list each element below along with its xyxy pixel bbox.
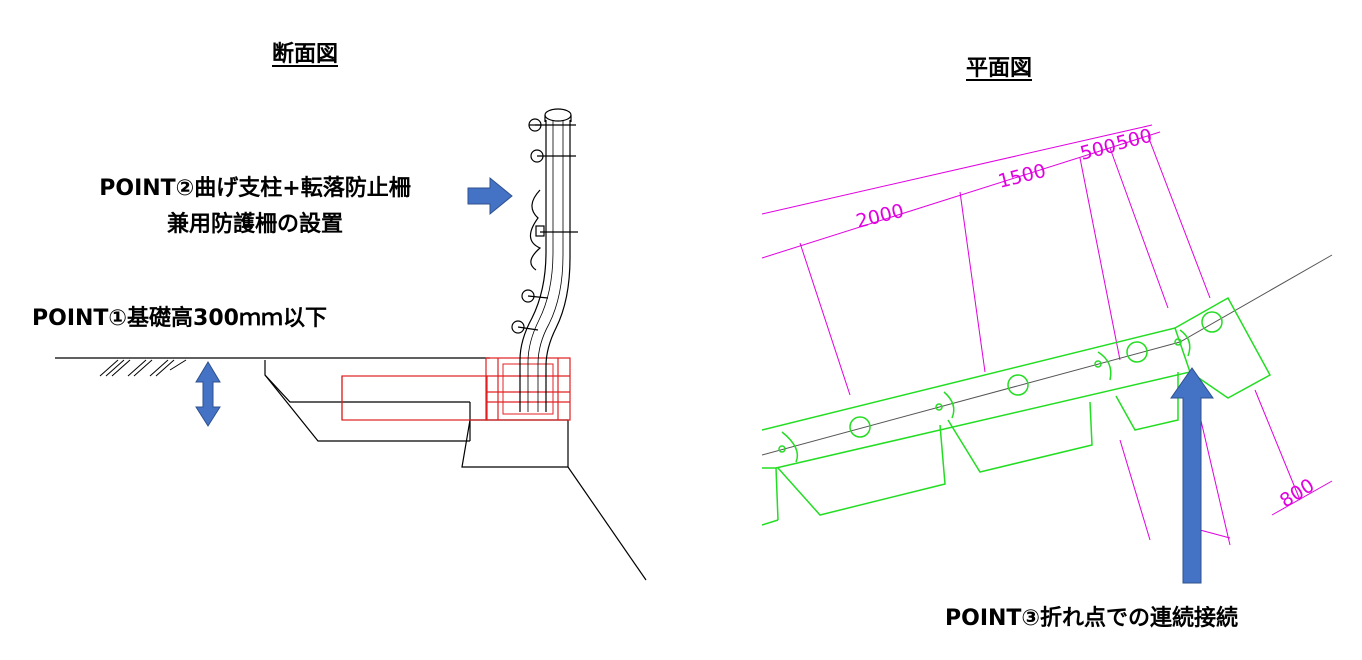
dim-1500: 1500	[996, 160, 1048, 193]
pavement-layer	[264, 374, 470, 403]
dimension-labels: 2000 1500 500 500 800	[854, 125, 1319, 513]
point3-label: POINT③折れ点での連続接続	[945, 606, 1239, 631]
plan-foundations	[761, 296, 1272, 526]
dimension-lines	[761, 124, 1333, 546]
point2-label-line1: POINT②曲げ支柱+転落防止柵	[99, 176, 411, 201]
fitting-2	[530, 149, 576, 163]
foundation-block	[341, 357, 571, 421]
height-double-arrow	[195, 361, 221, 427]
fitting-4	[511, 320, 539, 334]
dim-500-b: 500	[1114, 125, 1155, 155]
fence-fittings	[511, 118, 578, 334]
bent-post	[519, 108, 572, 412]
fitting-3	[521, 289, 549, 303]
section-drawing	[55, 357, 647, 581]
soil-hatch	[99, 359, 187, 377]
fitting-1	[528, 118, 576, 132]
point2-label: POINT②曲げ支柱+転落防止柵 兼用防護柵の設置	[55, 170, 455, 238]
dim-500-a: 500	[1078, 135, 1119, 165]
dim-800: 800	[1276, 474, 1318, 512]
point1-label: POINT①基礎高300ｍｍ以下	[32, 306, 327, 331]
slope-line	[567, 466, 647, 581]
pavement-base	[264, 360, 470, 442]
plan-view-title: 平面図	[966, 56, 1033, 81]
guard-rail-profile	[529, 189, 542, 271]
dim-2000: 2000	[854, 200, 906, 233]
concrete-footing	[461, 419, 569, 468]
section-view-title: 断面図	[272, 42, 339, 67]
point3-arrow	[1170, 367, 1214, 584]
point2-label-line2: 兼用防護柵の設置	[166, 212, 343, 237]
fence-centerline	[761, 254, 1333, 456]
point2-arrow	[467, 176, 513, 216]
